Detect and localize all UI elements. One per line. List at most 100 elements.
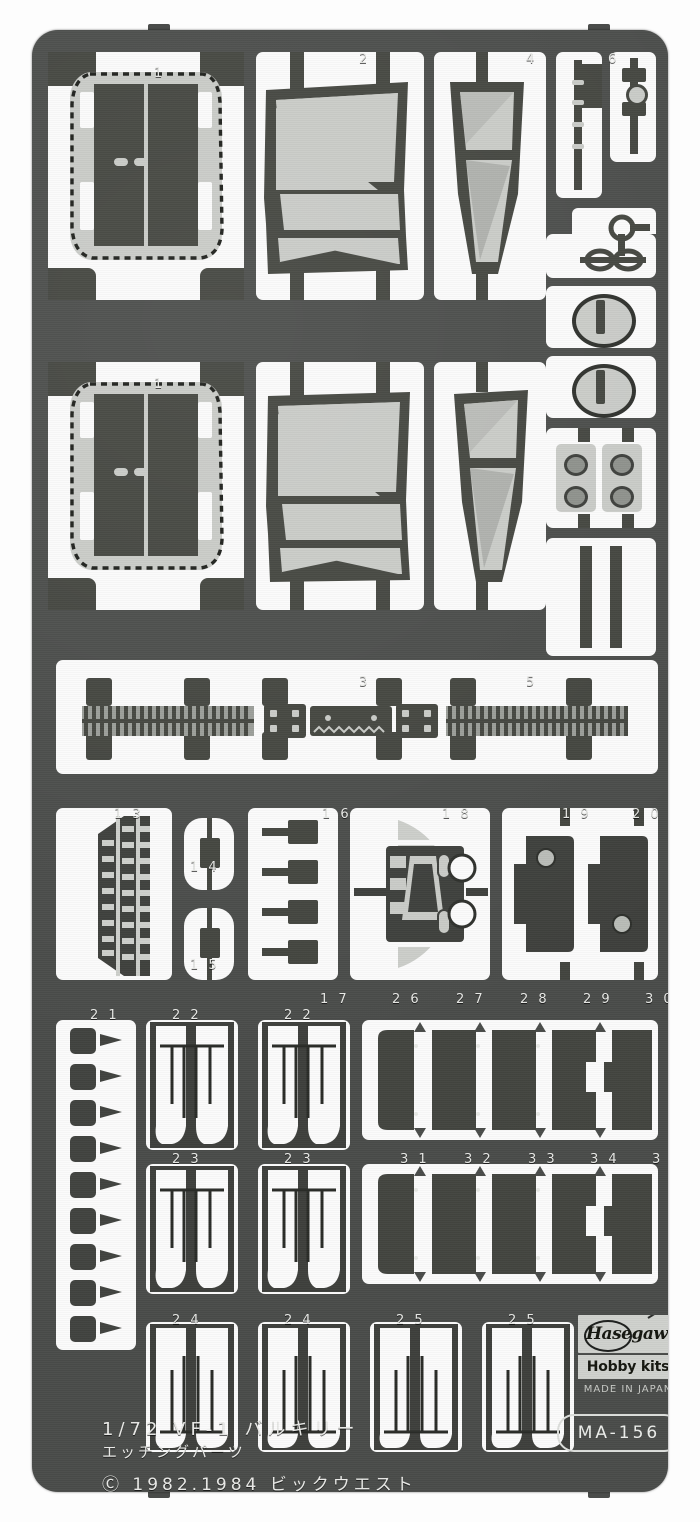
- part-9-upper-slot: [596, 300, 605, 334]
- part-17-chip-4: [288, 940, 318, 964]
- part-number-label: 3 2: [464, 1152, 494, 1167]
- part-3-sprue-top-b: [376, 362, 390, 398]
- part-12-clip-5-bot: [450, 732, 476, 760]
- window-part-11: [546, 538, 656, 656]
- parts-fret-body: Hasegawa Hobby kits MADE IN JAPAN 1/72 V…: [32, 30, 668, 1492]
- part-1-lower-bridge-br: [200, 578, 244, 610]
- part-29-sprue-top: [560, 808, 570, 826]
- part-number-label: 6: [608, 52, 620, 67]
- part-1-upper-slot-br: [198, 182, 212, 230]
- part-15-divider: [207, 908, 212, 980]
- part-3-wing-panel: [266, 392, 410, 582]
- part-number-label: 3 1: [400, 1152, 430, 1167]
- part-1-upper-slot-bl: [80, 182, 94, 230]
- part-1-lower-panel-right: [148, 394, 198, 556]
- fret-tab-bottom-right: [588, 1488, 610, 1498]
- copyright-line: Ⓒ 1982.1984 ビックウエスト: [102, 1475, 417, 1492]
- part-10-sprue-a-top: [578, 428, 590, 442]
- part-1-upper-dot-right: [134, 158, 148, 166]
- part-number-label: 2 5: [508, 1313, 538, 1328]
- fret-tab-top-right: [588, 24, 610, 34]
- part-1-lower-outline-dashed: [70, 382, 224, 570]
- part-6-rivet-c: [572, 122, 584, 127]
- hasegawa-logo-plate: Hasegawa: [578, 1315, 668, 1353]
- part-1-lower-slot-bl: [80, 492, 94, 540]
- part-12-clip-2-top: [184, 678, 210, 706]
- part-17-runner-4: [262, 948, 290, 956]
- part-number-label: 2 3: [284, 1152, 314, 1167]
- part-12-clip-2-bot: [184, 732, 210, 760]
- part-12-clip-6-top: [566, 678, 592, 706]
- part-number-label: 1 4: [190, 860, 220, 875]
- part-11-bar-right: [610, 546, 622, 648]
- part-number-label: 1 6: [322, 807, 352, 822]
- hasegawa-logo-block: Hasegawa Hobby kits MADE IN JAPAN: [578, 1315, 668, 1399]
- part-12-clip-5-top: [450, 678, 476, 706]
- part-number-label: 2 3: [172, 1152, 202, 1167]
- part-12-clip-1-bot: [86, 732, 112, 760]
- part-14-divider: [207, 818, 212, 890]
- part-6-flange: [582, 64, 602, 108]
- part-1-upper-slot-tr: [198, 92, 212, 128]
- part-11-bar-left: [580, 546, 592, 648]
- part-17-runner-1: [262, 828, 290, 836]
- hasegawa-brand-text: Hasegawa: [586, 1324, 668, 1344]
- part-number-label: 2 1: [90, 1008, 120, 1023]
- part-7-ring: [626, 84, 648, 106]
- part-30-sprue-bot: [634, 962, 644, 980]
- part-number-label: 3 5: [652, 1152, 668, 1167]
- part-9-lower-slot: [596, 370, 605, 404]
- part-number-label: 3 0: [645, 992, 668, 1007]
- part-25-a-comb: [374, 1324, 458, 1450]
- part-1-lower-slot-tl: [80, 402, 94, 438]
- part-3-sprue-top-a: [290, 362, 304, 398]
- part-number-label: 1 3: [114, 807, 144, 822]
- part-13-grille: [98, 816, 150, 976]
- fret-tab-bottom-left: [148, 1488, 170, 1498]
- part-number-label: 1 8: [442, 807, 472, 822]
- part-29-sprue-bot: [560, 962, 570, 980]
- part-number-label: 5: [526, 675, 538, 690]
- part-number-label: 2: [359, 52, 371, 67]
- part-5-wing-panel: [454, 390, 528, 582]
- part-number-label: 4: [526, 52, 538, 67]
- part-23-a-comb: [150, 1166, 234, 1292]
- part-number-label: 2 4: [172, 1313, 202, 1328]
- part-1-upper-slot-tl: [80, 92, 94, 128]
- part-24-b-comb: [262, 1324, 346, 1450]
- part-17-runner-3: [262, 908, 290, 916]
- part-4-sprue-top: [476, 52, 488, 86]
- part-6-rivet-d: [572, 144, 584, 149]
- fret-tab-top-left: [148, 24, 170, 34]
- part-12-ladder-rail: [82, 704, 628, 738]
- part-number-label: 2 7: [456, 992, 486, 1007]
- part-17-chip-2: [288, 860, 318, 884]
- part-number-label: 2 4: [284, 1313, 314, 1328]
- part-8-latch-assembly: [580, 214, 650, 272]
- part-3-sprue-bot-a: [290, 574, 304, 610]
- parts-31-35-lower-panels: [378, 1166, 652, 1282]
- part-number-label: 1: [154, 377, 166, 392]
- part-5-sprue-bot: [476, 580, 488, 610]
- part-1-lower-slot-tr: [198, 402, 212, 438]
- part-1-lower-dot-left: [114, 468, 128, 476]
- part-2-sprue-bot-b: [376, 264, 390, 300]
- part-1-upper-dot-left: [114, 158, 128, 166]
- part-21-cleat-strip: [70, 1028, 122, 1342]
- part-4-sprue-bot: [476, 270, 488, 300]
- product-code-text: MA-156: [577, 1423, 661, 1443]
- part-1-upper-panel-right: [148, 84, 198, 246]
- part-number-label: 1 5: [190, 958, 220, 973]
- part-number-label: 1 9: [562, 807, 592, 822]
- part-23-b-comb: [262, 1166, 346, 1292]
- part-1-lower-slot-br: [198, 492, 212, 540]
- part-10-boss-b: [564, 486, 588, 508]
- part-4-wing-panel: [450, 82, 524, 274]
- part-17-runner-2: [262, 868, 290, 876]
- part-10-boss-a: [564, 454, 588, 476]
- part-number-label: 3 4: [590, 1152, 620, 1167]
- part-12-clip-6-bot: [566, 732, 592, 760]
- part-17-chip-3: [288, 900, 318, 924]
- part-6-rivet-a: [572, 80, 584, 85]
